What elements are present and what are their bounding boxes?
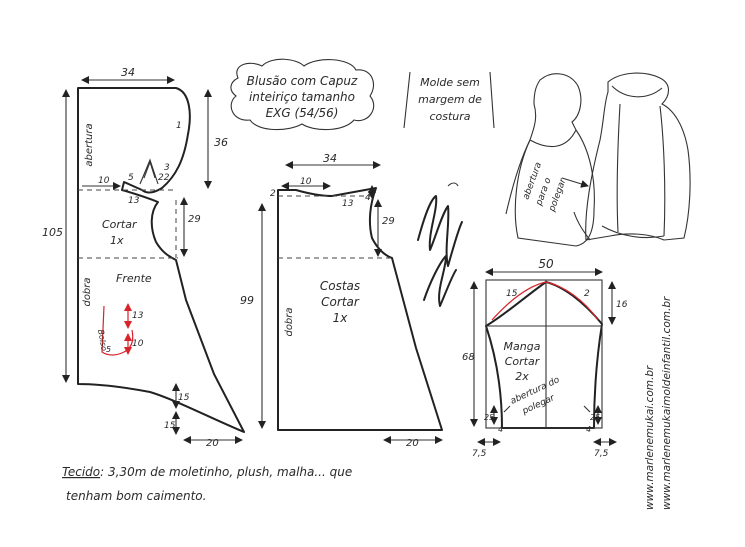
sleeve-cuff-right-b: 4: [586, 425, 591, 434]
sleeve-length: 68: [462, 352, 475, 363]
fabric-label: Tecido: [62, 465, 100, 479]
title-line3: EXG (54/56): [266, 106, 339, 120]
back-view-figure: [514, 73, 595, 247]
sleeve-guide-box: [485, 279, 603, 429]
note-line2: margem de: [418, 93, 482, 106]
sleeve-hem-right: 7,5: [594, 449, 609, 459]
back-neck-len: 10: [300, 177, 312, 187]
front-pocket-h1: 13: [132, 311, 144, 321]
front-neck-b: 22: [158, 173, 170, 183]
back-armhole-height: 29: [382, 216, 395, 227]
fabric-line2: tenham bom caimento.: [66, 489, 206, 503]
back-outline: [277, 187, 443, 431]
sleeve-cuff-right: 25: [590, 413, 600, 422]
front-cut-label: Cortar: [102, 218, 138, 231]
front-hem-b: 15: [164, 421, 176, 431]
front-dart-a: 3: [164, 163, 170, 173]
front-cut-qty: 1x: [110, 234, 124, 247]
front-dart: [139, 158, 159, 185]
front-outline: [77, 87, 245, 433]
title-line2: inteiriço tamanho: [249, 90, 355, 104]
seam-note: Molde sem margem de costura: [403, 71, 495, 129]
front-neck-len: 10: [98, 176, 110, 186]
front-pocket-h2: 10: [132, 339, 144, 349]
back-cut: Cortar: [321, 295, 360, 309]
back-body-height: 99: [240, 294, 254, 307]
front-armhole-height: 29: [188, 214, 201, 225]
note-line3: costura: [429, 110, 470, 123]
sleeve-cuff-left: 25: [484, 413, 494, 422]
garment-illustration: abertura para o polegar: [505, 72, 691, 247]
back-shoulder: 4: [365, 193, 371, 203]
back-fold-label: dobra: [284, 307, 295, 336]
note-line1: Molde sem: [420, 76, 480, 89]
sleeve-cut-qty: 2x: [515, 370, 529, 383]
front-hem-width: 20: [206, 438, 219, 449]
sleeve-cap-right: 2: [584, 289, 590, 299]
front-hood-height: 36: [214, 136, 228, 149]
signature: [417, 182, 463, 307]
watermark-url2: www.marlenemukaimoldeinfantil.com.br: [661, 296, 673, 510]
front-pocket: Bolso 13 10 5: [96, 303, 144, 356]
sleeve-cap-height: 16: [616, 300, 628, 310]
back-name: Costas: [320, 279, 360, 293]
watermark-url1: www.marlenemukai.com.br: [644, 365, 656, 510]
front-pocket-small: 1: [176, 121, 182, 131]
back-top-width: 34: [323, 152, 337, 165]
back-cut-qty: 1x: [333, 311, 349, 325]
title-line1: Blusão com Capuz: [247, 74, 358, 88]
back-hem-width: 20: [406, 438, 419, 449]
sleeve-width: 50: [538, 257, 554, 271]
sleeve-cut: Cortar: [505, 355, 541, 368]
front-pocket-w: 5: [106, 345, 111, 354]
watermark: www.marlenemukai.com.br www.marlenemukai…: [644, 296, 673, 510]
sleeve-outline: [485, 281, 603, 429]
sleeve-cap-left: 15: [506, 289, 518, 299]
back-neck-curve: 13: [342, 199, 354, 209]
front-fold-label: dobra: [82, 277, 93, 306]
svg-text:Tecido: 3,30m de moletinho, pl: Tecido: 3,30m de moletinho, plush, malha…: [62, 465, 352, 479]
front-hem-a: 15: [178, 393, 190, 403]
front-dart-b: 13: [128, 196, 140, 206]
fabric-line1: : 3,30m de moletinho, plush, malha... qu…: [100, 465, 352, 479]
front-name: Frente: [116, 272, 152, 285]
sleeve-hem-left: 7,5: [472, 449, 487, 459]
back-left-top: 2: [270, 189, 276, 199]
sleeve-cuff-left-b: 4: [498, 425, 503, 434]
front-total-height: 105: [42, 226, 63, 239]
front-opening-label: abertura: [84, 123, 95, 166]
front-view-figure: [585, 72, 691, 241]
sleeve-name: Manga: [504, 340, 541, 353]
front-piece: 34 36 105 abertura dobra 10 5 22 3 13 1 …: [42, 66, 245, 449]
front-pocket-label: Bolso: [96, 329, 109, 352]
sleeve-piece: 50 15 2 16 68 Manga Cortar 2x abertura d…: [462, 257, 628, 459]
title-bubble: Blusão com Capuz inteiriço tamanho EXG (…: [230, 58, 375, 131]
front-neck-a: 5: [128, 173, 134, 183]
back-piece: 34 10 13 2 4 29 99 dobra Costas Cortar 1…: [240, 152, 443, 449]
front-top-width: 34: [121, 66, 135, 79]
fabric-note: Tecido: 3,30m de moletinho, plush, malha…: [62, 465, 352, 503]
